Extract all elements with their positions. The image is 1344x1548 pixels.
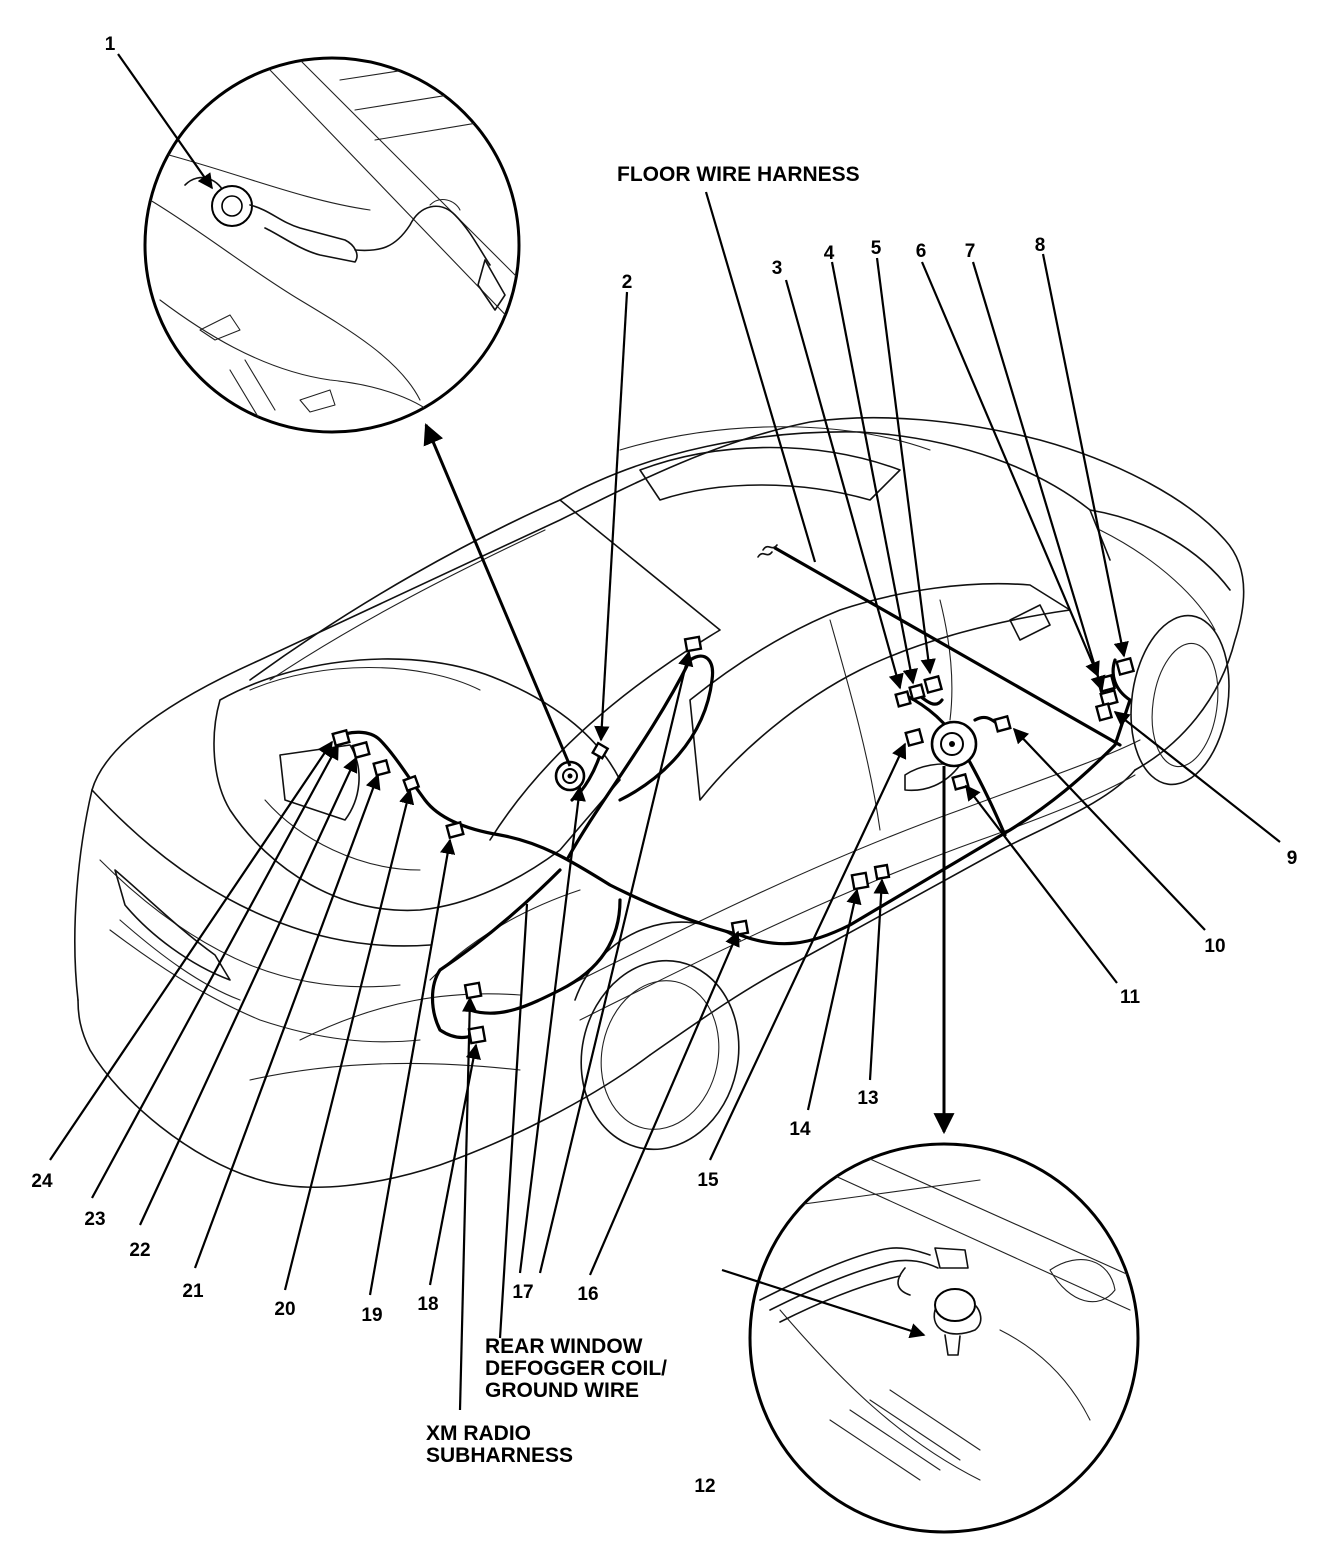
antenna-base xyxy=(554,760,586,792)
callout-17: 17 xyxy=(512,1282,533,1303)
connector-7 xyxy=(1099,688,1119,708)
connectors xyxy=(331,635,1136,1045)
captions: FLOOR WIRE HARNESS REAR WINDOW DEFOGGER … xyxy=(426,163,860,1467)
callout-8: 8 xyxy=(1035,235,1046,256)
callout-19: 19 xyxy=(361,1305,382,1326)
callout-14: 14 xyxy=(789,1119,811,1140)
callout-numbers: 1 2 3 4 5 6 7 8 9 10 11 12 13 14 15 16 1… xyxy=(31,34,1297,1497)
callout-20: 20 xyxy=(274,1299,295,1320)
callout-22: 22 xyxy=(129,1240,150,1261)
callout-6: 6 xyxy=(916,241,927,262)
callout-1: 1 xyxy=(105,34,116,55)
connector-3 xyxy=(894,690,912,708)
callout-21: 21 xyxy=(182,1281,204,1302)
connector-21 xyxy=(402,774,421,793)
ground-point-12 xyxy=(930,720,978,768)
connector-16 xyxy=(730,919,750,937)
callout-4: 4 xyxy=(824,243,835,264)
car-body-illustration xyxy=(74,416,1245,1188)
callout-7: 7 xyxy=(965,241,976,262)
callout-18: 18 xyxy=(417,1294,438,1315)
label-xm-radio-1: XM RADIO xyxy=(426,1422,531,1445)
detail-view-ground xyxy=(748,1142,1140,1534)
connector-17 xyxy=(683,635,703,653)
label-xm-radio-2: SUBHARNESS xyxy=(426,1444,573,1467)
connector-22 xyxy=(372,758,391,777)
callout-15: 15 xyxy=(697,1170,719,1191)
callout-3: 3 xyxy=(772,258,783,279)
callout-11: 11 xyxy=(1120,987,1141,1008)
connector-20 xyxy=(445,820,465,840)
connector-14 xyxy=(850,871,870,891)
callout-10: 10 xyxy=(1204,936,1225,957)
connector-10 xyxy=(993,714,1012,733)
connector-24 xyxy=(331,728,351,748)
callout-9: 9 xyxy=(1287,848,1298,869)
connector-19 xyxy=(463,981,483,1000)
connector-13 xyxy=(873,863,891,881)
callout-13: 13 xyxy=(857,1088,878,1109)
connector-18 xyxy=(467,1025,487,1045)
callout-12: 12 xyxy=(694,1476,715,1497)
connector-23 xyxy=(351,740,371,760)
connector-11 xyxy=(951,772,970,791)
label-floor-wire-harness: FLOOR WIRE HARNESS xyxy=(617,163,860,186)
callout-23: 23 xyxy=(84,1209,105,1230)
leader-lines xyxy=(49,53,1281,1411)
connector-9 xyxy=(1094,702,1114,722)
connector-15 xyxy=(904,727,925,748)
callout-24: 24 xyxy=(31,1171,53,1192)
connector-4 xyxy=(908,683,926,701)
label-rear-window-2: DEFOGGER COIL/ xyxy=(485,1357,667,1380)
callout-2: 2 xyxy=(622,272,633,293)
callout-16: 16 xyxy=(577,1284,598,1305)
callout-5: 5 xyxy=(871,238,882,259)
label-rear-window-3: GROUND WIRE xyxy=(485,1379,639,1402)
connector-8 xyxy=(1115,656,1136,677)
connector-5 xyxy=(923,674,944,695)
connector-2 xyxy=(591,741,610,760)
detail-view-antenna xyxy=(143,56,521,434)
label-rear-window-1: REAR WINDOW xyxy=(485,1335,643,1358)
